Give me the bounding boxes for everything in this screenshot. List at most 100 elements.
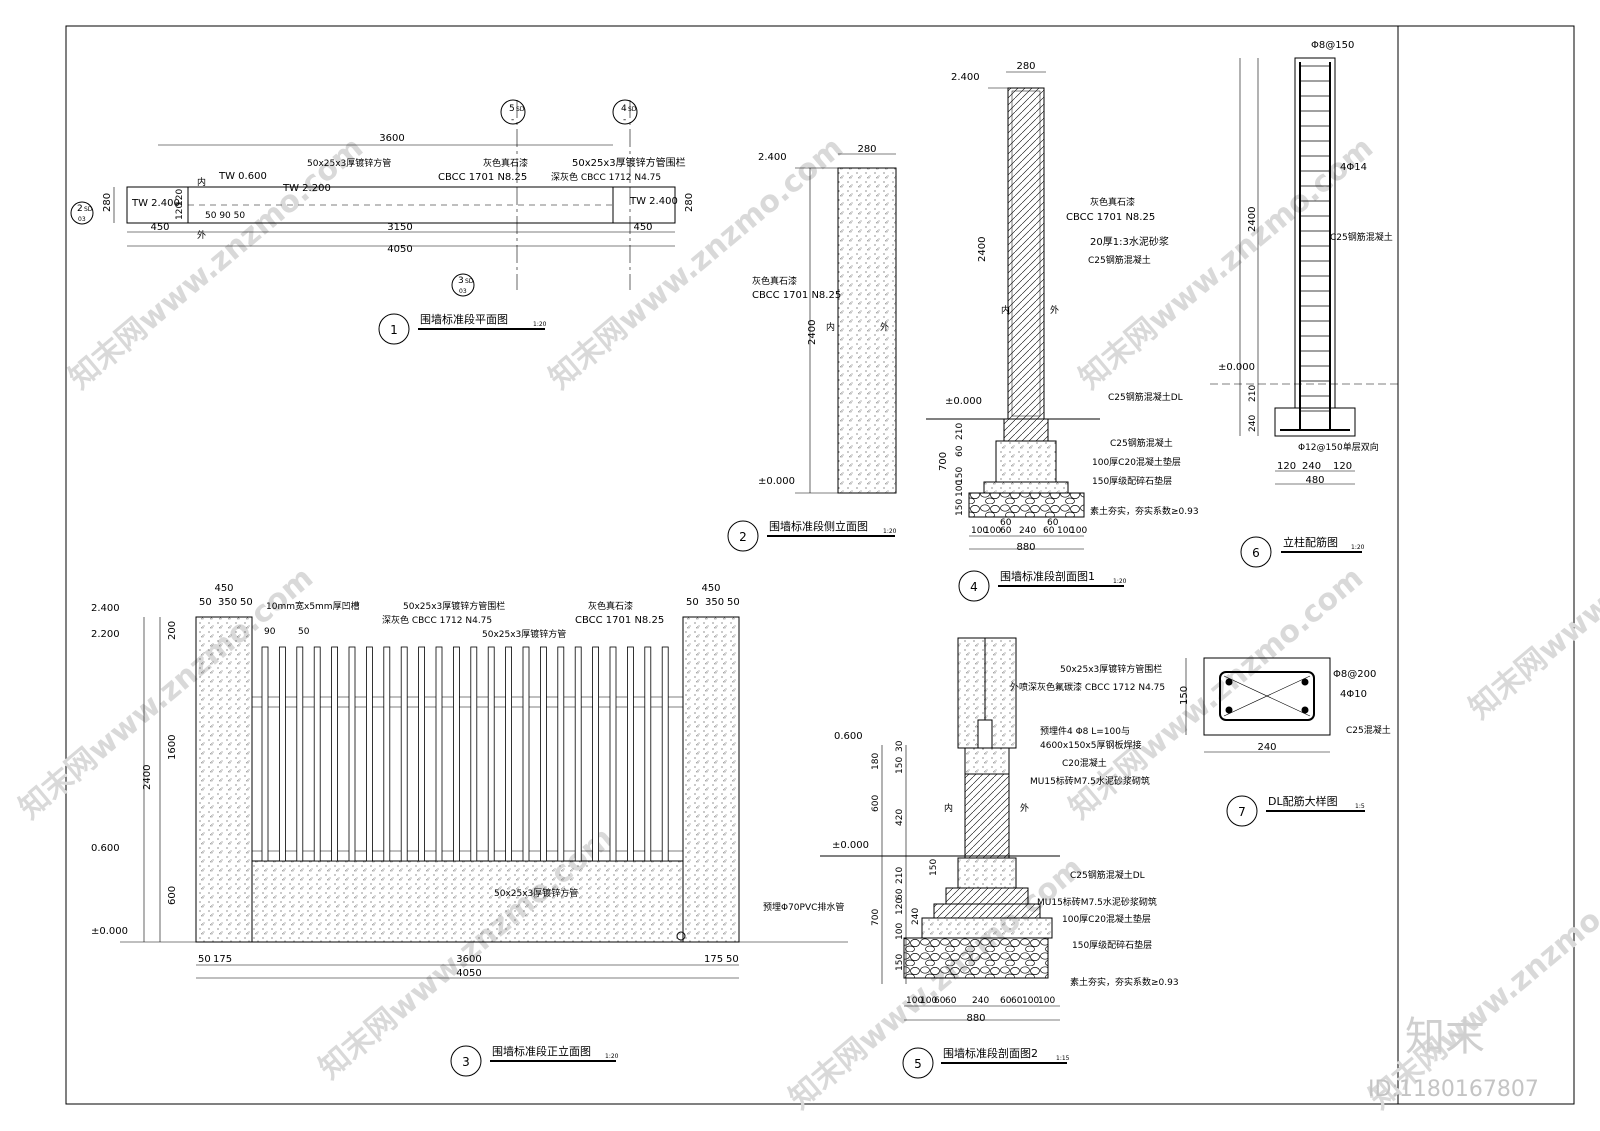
svg-text:280: 280 xyxy=(684,193,695,212)
fence-bar xyxy=(313,646,321,862)
svg-text:2: 2 xyxy=(739,530,747,544)
svg-text:60: 60 xyxy=(895,888,905,900)
svg-text:50x25x3厚镀锌方管围栏: 50x25x3厚镀锌方管围栏 xyxy=(403,600,505,612)
svg-text:120: 120 xyxy=(1333,461,1352,472)
svg-text:880: 880 xyxy=(1016,542,1035,553)
svg-text:03: 03 xyxy=(459,288,467,295)
fence-bar xyxy=(644,646,652,862)
svg-text:175: 175 xyxy=(213,954,232,965)
fence-bar xyxy=(505,646,513,862)
svg-text:灰色真石漆: 灰色真石漆 xyxy=(588,600,633,612)
svg-text:280: 280 xyxy=(857,144,876,155)
svg-text:C25混凝土: C25混凝土 xyxy=(1346,724,1391,736)
view-number-5 xyxy=(902,1047,934,1079)
svg-text:420: 420 xyxy=(895,809,905,826)
svg-text:Φ8@200: Φ8@200 xyxy=(1333,669,1376,680)
view-number-1 xyxy=(378,313,410,345)
svg-text:280: 280 xyxy=(1016,61,1035,72)
svg-text:600: 600 xyxy=(167,886,178,905)
svg-text:50: 50 xyxy=(726,954,739,965)
svg-text:150: 150 xyxy=(955,467,965,484)
svg-text:7: 7 xyxy=(1238,805,1246,819)
svg-text:210: 210 xyxy=(1248,385,1258,402)
svg-text:100: 100 xyxy=(955,480,965,497)
svg-text:SD: SD xyxy=(84,206,93,213)
svg-text:CBCC 1701 N8.25: CBCC 1701 N8.25 xyxy=(752,290,841,301)
view-title-3: 围墙标准段正立面图 xyxy=(492,1044,591,1058)
view-number-7 xyxy=(1226,795,1258,827)
fence-bar xyxy=(592,646,599,862)
section-pier xyxy=(1007,87,1045,420)
svg-text:60: 60 xyxy=(1043,526,1055,536)
svg-text:120: 120 xyxy=(175,189,185,206)
column-stirrups xyxy=(1300,65,1330,412)
svg-text:知末网www.znzmo.com: 知末网www.znzmo.com xyxy=(543,130,850,396)
svg-text:60: 60 xyxy=(1047,518,1059,528)
svg-text:2.200: 2.200 xyxy=(91,629,120,640)
svg-text:外: 外 xyxy=(197,229,206,241)
svg-text:240: 240 xyxy=(1019,526,1036,536)
svg-text:450: 450 xyxy=(633,222,652,233)
svg-text:60: 60 xyxy=(1000,518,1012,528)
section-marker-5 xyxy=(500,99,526,125)
side-wall-body xyxy=(837,167,897,494)
svg-text:预埋Φ70PVC排水管: 预埋Φ70PVC排水管 xyxy=(763,901,844,913)
view-5-section-2: 0.600 ±0.000 30 150 180 600 420 210 150 … xyxy=(820,637,1179,1079)
svg-text:-: - xyxy=(511,115,514,125)
fence-bar xyxy=(365,646,373,862)
svg-text:4Φ14: 4Φ14 xyxy=(1340,162,1367,173)
svg-text:TW 0.600: TW 0.600 xyxy=(218,171,267,182)
svg-text:±0.000: ±0.000 xyxy=(1218,362,1255,373)
plan-wall-outline xyxy=(126,186,676,224)
fence-bar xyxy=(540,646,547,862)
svg-text:TW 2.200: TW 2.200 xyxy=(282,183,331,194)
fence-bar xyxy=(661,646,669,862)
section-marker-2 xyxy=(70,201,94,225)
view-number-2 xyxy=(727,520,759,552)
svg-text:100: 100 xyxy=(1070,526,1087,536)
svg-text:MU15标砖M7.5水泥砂浆砌筑: MU15标砖M7.5水泥砂浆砌筑 xyxy=(1037,896,1157,908)
fence-bar xyxy=(331,646,339,862)
svg-text:50: 50 xyxy=(240,597,253,608)
brand-logo: 知末 xyxy=(1405,1014,1485,1060)
svg-text:内: 内 xyxy=(944,802,953,814)
svg-text:50: 50 xyxy=(199,597,212,608)
svg-text:TW 2.400: TW 2.400 xyxy=(131,198,180,209)
svg-text:1:20: 1:20 xyxy=(1351,544,1365,551)
svg-text:0.600: 0.600 xyxy=(91,843,120,854)
svg-text:150: 150 xyxy=(955,499,965,516)
svg-text:3600: 3600 xyxy=(456,954,481,965)
svg-text:50 90 50: 50 90 50 xyxy=(205,211,245,221)
svg-text:-: - xyxy=(623,115,626,125)
svg-text:150: 150 xyxy=(1179,686,1190,705)
svg-text:03: 03 xyxy=(78,216,86,223)
svg-text:灰色真石漆: 灰色真石漆 xyxy=(483,157,528,169)
svg-text:1:15: 1:15 xyxy=(1056,1055,1070,1062)
svg-text:C25钢筋混凝土: C25钢筋混凝土 xyxy=(1088,254,1151,266)
svg-text:50: 50 xyxy=(298,627,310,637)
sheet-border xyxy=(65,25,1575,1105)
view-title-2: 围墙标准段侧立面图 xyxy=(769,519,868,533)
dl-section-outline xyxy=(1203,657,1331,736)
view-1-plan: 3600 450 3150 450 4050 280 280 120 120 5… xyxy=(70,99,695,345)
svg-text:±0.000: ±0.000 xyxy=(91,926,128,937)
svg-text:2400: 2400 xyxy=(807,320,818,345)
svg-text:知末网www.znzmo.com: 知末网www.znzmo.com xyxy=(13,560,320,826)
svg-text:50: 50 xyxy=(686,597,699,608)
svg-text:90: 90 xyxy=(264,627,276,637)
svg-text:880: 880 xyxy=(966,1013,985,1024)
svg-text:4600x150x5厚钢板焊接: 4600x150x5厚钢板焊接 xyxy=(1040,739,1141,751)
svg-text:50x25x3厚镀锌方管: 50x25x3厚镀锌方管 xyxy=(307,157,391,169)
fence-bar xyxy=(296,646,304,862)
svg-text:240: 240 xyxy=(1257,742,1276,753)
svg-text:3600: 3600 xyxy=(379,133,404,144)
svg-text:180: 180 xyxy=(871,753,881,770)
fence-bar xyxy=(574,646,582,862)
svg-text:150: 150 xyxy=(895,757,905,774)
svg-text:素土夯实，夯实系数≥0.93: 素土夯实，夯实系数≥0.93 xyxy=(1070,976,1179,988)
svg-text:600: 600 xyxy=(871,795,881,812)
svg-text:240: 240 xyxy=(1248,415,1258,432)
gravel-bed-2 xyxy=(903,937,1049,979)
svg-text:100: 100 xyxy=(971,526,988,536)
